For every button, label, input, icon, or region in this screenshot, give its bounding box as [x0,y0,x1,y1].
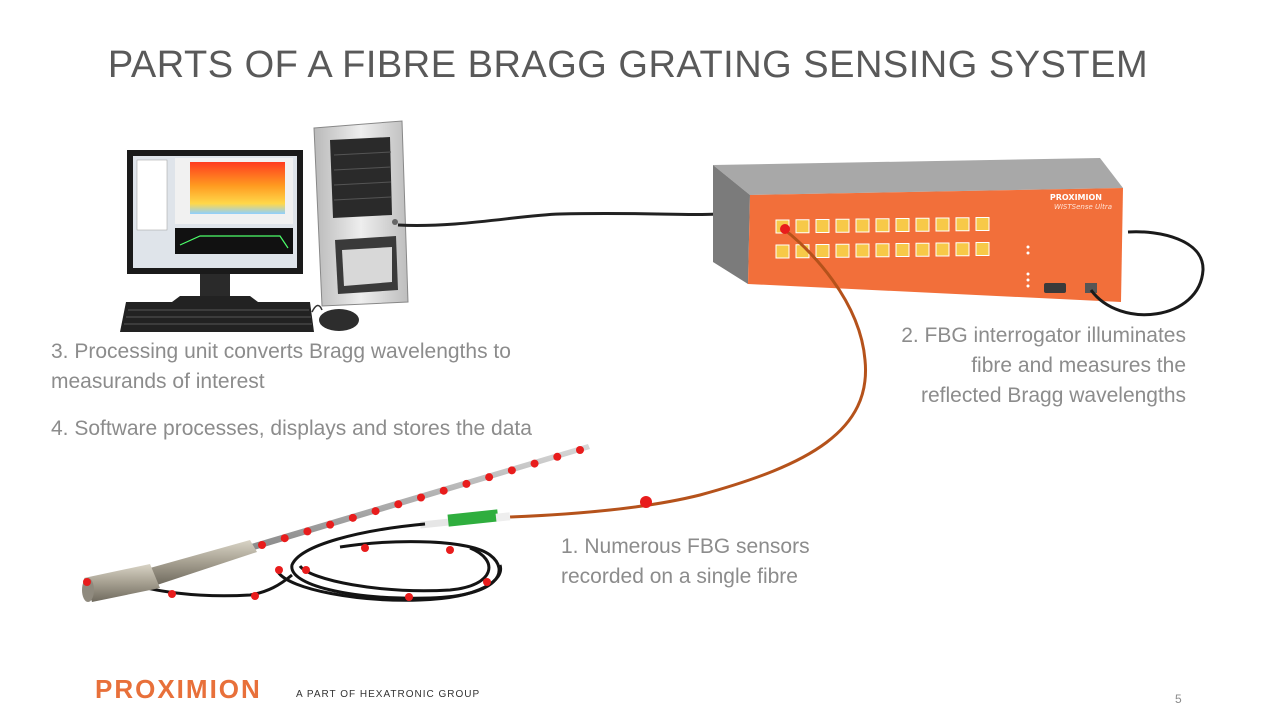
port-connector-icon [915,242,930,257]
device-brand-label: PROXIMION [1050,193,1102,202]
sensor-marker-icon [576,446,584,454]
fibre-port-marker [780,224,790,234]
caption-line: measurands of interest [51,370,265,393]
sensor-marker-icon [275,566,283,574]
slide-title: PARTS OF A FIBRE BRAGG GRATING SENSING S… [107,44,1149,86]
sensor-marker-icon [446,546,454,554]
sensor-marker-icon [405,593,413,601]
port-connector-icon [835,218,850,233]
interrogator-device: PROXIMION WISTSense Ultra [713,158,1123,302]
sensor-marker-icon [326,520,335,529]
sensor-marker-icon [530,459,539,468]
port-connector-icon [855,243,870,258]
data-cable [397,211,717,227]
sensor-marker-icon [507,466,516,475]
network-cable [1089,230,1205,317]
ethernet-port-icon [1085,283,1097,293]
port-connector-icon [915,217,930,232]
fibre-connector-icon [419,509,511,529]
sensor-marker-icon [394,500,403,509]
caption-interrogator: 2. FBG interrogator illuminates fibre an… [820,321,1186,411]
device-model-label: WISTSense Ultra [1054,203,1112,211]
sensor-markers [83,446,584,601]
caption-line: reflected Bragg wavelengths [921,384,1186,407]
optical-fibre [509,228,868,519]
caption-processing: 3. Processing unit converts Bragg wavele… [51,337,511,397]
sensor-marker-icon [439,486,448,495]
footer-logo: PROXIMION [95,674,262,704]
computer-tower-icon [313,120,409,307]
sensor-marker-icon [361,544,369,552]
sensor-marker-icon [258,541,266,549]
sensor-cable-coil [119,522,503,602]
sensor-marker-icon [83,578,91,586]
caption-line: fibre and measures the [971,354,1186,377]
sensor-marker-icon [303,527,312,536]
port-connector-icon [855,218,870,233]
port-connector-icon [815,219,830,233]
sensor-marker-icon [483,578,491,586]
sensor-marker-icon [348,513,357,522]
caption-software: 4. Software processes, displays and stor… [51,417,532,440]
footer-tagline: A PART OF HEXATRONIC GROUP [296,689,481,700]
port-connector-icon [795,219,810,234]
port-connector-icon [975,217,990,231]
port-connector-icon [895,243,910,257]
sensor-marker-icon [280,534,289,543]
port-connector-icon [975,242,990,256]
sensor-marker-icon [251,592,259,600]
port-connector-icon [955,242,970,257]
caption-line: 3. Processing unit converts Bragg wavele… [51,340,511,363]
mouse-icon [311,304,359,331]
caption-line: 1. Numerous FBG sensors [561,535,810,558]
port-connector-icon [835,243,850,258]
port-connector-icon [875,218,890,233]
fibre-connector-ports [775,217,990,259]
fibre-sensor-marker [640,496,652,508]
port-connector-icon [815,244,830,258]
caption-line: 2. FBG interrogator illuminates [901,324,1186,347]
port-connector-icon [875,243,890,258]
port-connector-icon [935,217,950,232]
sensor-marker-icon [302,566,310,574]
sensor-marker-icon [168,590,176,598]
caption-sensors: 1. Numerous FBG sensors recorded on a si… [561,532,810,592]
caption-line: recorded on a single fibre [561,565,798,588]
sensor-marker-icon [462,479,471,488]
port-connector-icon [935,242,950,257]
serial-port-icon [1044,283,1066,293]
sensor-marker-icon [417,493,425,502]
port-connector-icon [955,217,970,232]
keyboard-icon [120,302,314,332]
port-connector-icon [895,218,910,232]
sensor-marker-icon [371,507,380,516]
sensor-marker-icon [485,473,494,482]
sensor-marker-icon [553,452,562,461]
port-connector-icon [775,244,790,259]
monitor-icon [127,150,303,302]
page-number: 5 [1175,692,1182,706]
